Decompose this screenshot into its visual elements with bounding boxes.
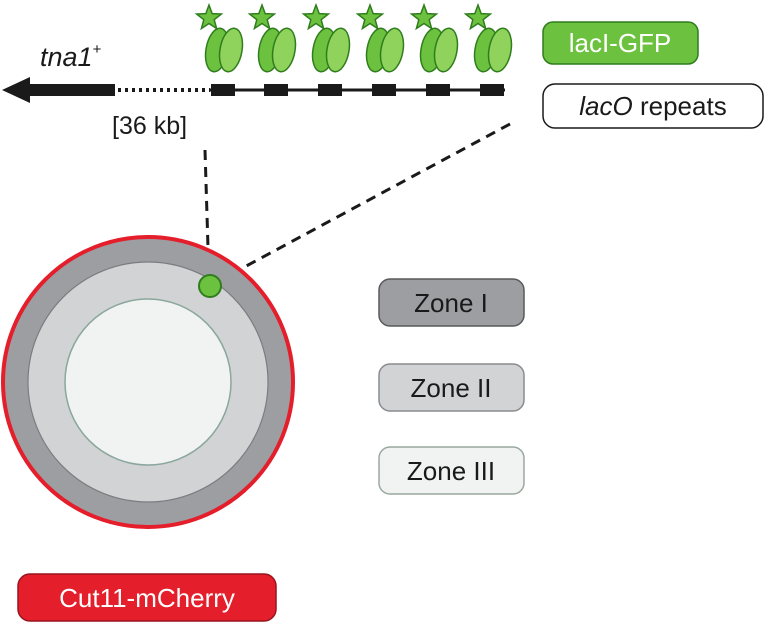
cut11-badge [17,573,277,622]
laco-repeat-block [318,84,342,96]
laci-gfp-badge [542,21,699,65]
laci-gfp-marker-icon [194,2,244,73]
laco-rest: repeats [633,91,727,121]
gfp-oval-front [218,27,244,73]
laco-badge [542,83,764,129]
laco-repeat-block [372,84,396,96]
zone-ii-label: Zone II [411,373,492,403]
laci-gfp-marker-icon [463,2,513,73]
gfp-oval-front [271,27,297,73]
gene-locus: tna1+ [36 kb] [2,41,505,140]
distance-label: [36 kb] [112,112,187,140]
gfp-oval-front [325,27,351,73]
laco-repeat-block [480,84,504,96]
zoom-lines [203,122,511,281]
zone-iii-label: Zone III [407,456,495,486]
zoom-line-right [223,122,511,280]
cut11-label: Cut11-mCherry [59,583,235,613]
gene-name: tna1 [40,42,93,72]
gfp-star-icon [301,2,331,31]
laci-gfp-markers [194,2,513,73]
zone-i-label: Zone I [414,288,488,318]
laci-gfp-marker-icon [247,2,297,73]
gfp-oval-front [433,27,459,73]
zone-i-badge [378,278,525,327]
gene-superscript: + [93,41,102,58]
laco-repeat-block [211,84,235,96]
laco-repeat-block [426,84,450,96]
locus-dot-icon [198,274,222,298]
gfp-star-icon [463,2,493,31]
gfp-star-icon [247,2,277,31]
laci-gfp-label: lacI-GFP [569,28,672,58]
laco-label: lacO repeats [579,91,726,121]
zone-iii-core [64,298,232,466]
gfp-star-icon [194,2,224,31]
laci-gfp-marker-icon [355,2,405,73]
legend-laco-repeats: lacO repeats [542,83,764,129]
laci-gfp-marker-icon [301,2,351,73]
laco-italic: lacO [579,91,632,121]
laco-repeat-block [264,84,288,96]
laci-gfp-marker-icon [409,2,459,73]
zone-legend: Zone I Zone II Zone III [378,278,525,495]
legend-cut11-mcherry: Cut11-mCherry [17,573,277,622]
gfp-star-icon [355,2,385,31]
nucleus [1,235,295,529]
tna1-arrow-icon [2,77,115,103]
zone-ii-badge [378,363,525,412]
gfp-oval-front [379,27,405,73]
gfp-star-icon [409,2,439,31]
gene-label: tna1+ [40,41,102,72]
gfp-oval-front [487,27,513,73]
zone-iii-badge [378,446,525,495]
legend-laci-gfp: lacI-GFP [542,21,699,65]
